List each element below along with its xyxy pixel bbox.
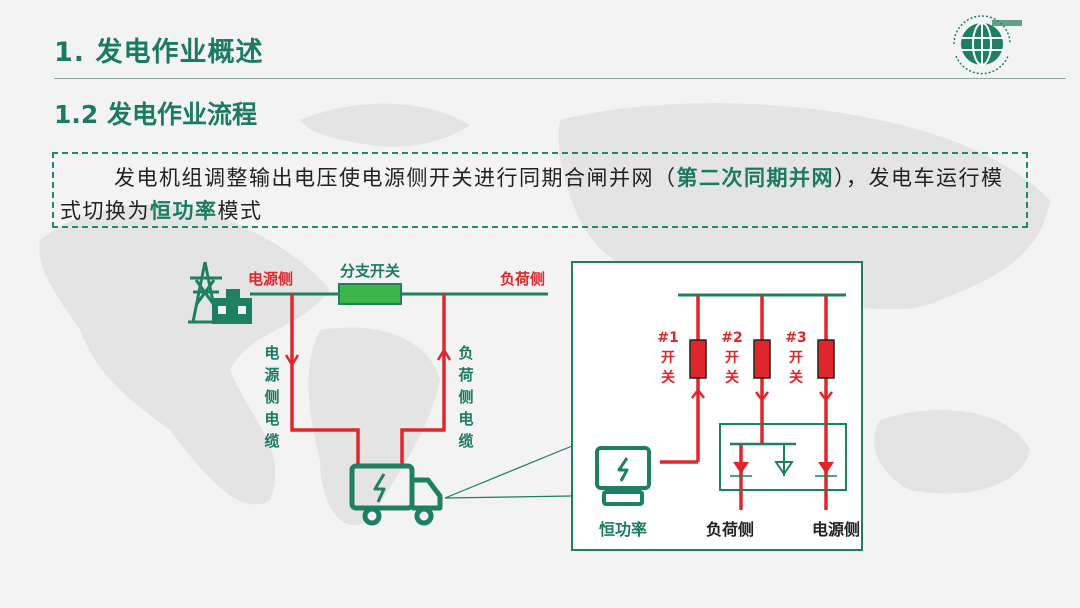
switch-2-label-char: 关 [725,369,739,386]
detail-load-side-label: 负荷侧 [706,520,754,539]
switch-3 [817,339,835,379]
switch-3-label-char: 关 [789,369,803,386]
source-side-label: 电源侧 [248,270,293,288]
source-cable-char: 侧 [264,388,279,406]
switch-2-number: #2 [721,330,742,346]
load-side-label: 负荷侧 [500,270,545,288]
detail-panel [571,261,863,551]
callout-line-bottom [444,495,573,499]
switch-1 [689,339,707,379]
title-divider [54,78,1066,79]
description-text: 发电机组调整输出电压使电源侧开关进行同期合闸并网（第二次同期并网），发电车运行模… [60,162,1018,228]
switch-2-label-char: 开 [725,350,739,366]
inner-branches [730,444,837,477]
source-cable-char: 电 [264,410,279,428]
source-cable-char: 源 [264,366,279,384]
switch-1-number: #1 [657,330,678,346]
switch-3-arrow-icon [819,391,833,403]
detail-source-side-label: 电源侧 [812,520,860,539]
state-grid-logo-icon [953,15,1022,75]
switch-3-number: #3 [785,330,806,346]
substation-building-icon [212,289,252,324]
generator-truck-icon [349,463,443,526]
load-cable-char: 侧 [458,388,473,406]
load-cable-arrow-icon [436,347,452,361]
load-cable-char: 缆 [458,432,473,450]
switch-2-arrow-icon [755,391,769,403]
load-cable-char: 负 [458,344,473,362]
source-cable-char: 电 [264,344,279,362]
generator-icon [595,446,651,506]
switch-2 [753,339,771,379]
constant-power-label: 恒功率 [599,520,647,539]
switch-3-label-char: 开 [789,350,803,366]
description-highlight-sync: 第二次同期并网 [676,166,834,190]
power-tower-icon [188,261,222,324]
load-cable-char: 荷 [458,366,473,384]
description-box: 发电机组调整输出电压使电源侧开关进行同期合闸并网（第二次同期并网），发电车运行模… [52,152,1028,228]
load-cable-char: 电 [458,410,473,428]
callout-line-top [444,445,573,499]
load-distribution-box [719,423,847,491]
switch-1-label-char: 开 [661,350,675,366]
description-part1: 发电机组调整输出电压使电源侧开关进行同期合闸并网（ [114,166,677,190]
description-part3: 模式 [217,199,263,223]
branch-switch [338,283,402,305]
description-highlight-constant-power: 恒功率 [150,199,218,223]
section-subtitle: 1.2 发电作业流程 [54,100,257,129]
branch-switch-label: 分支开关 [340,262,400,280]
load-cable-line [400,294,446,466]
page-title: 1. 发电作业概述 [54,37,264,68]
source-cable-char: 缆 [264,432,279,450]
source-cable-arrow-icon [284,354,300,368]
source-cable-line [290,294,360,466]
switch-1-arrow-icon [691,387,705,399]
switch-1-label-char: 关 [661,369,675,386]
description-part2: ），发电车运行模式切换为 [60,166,1004,223]
